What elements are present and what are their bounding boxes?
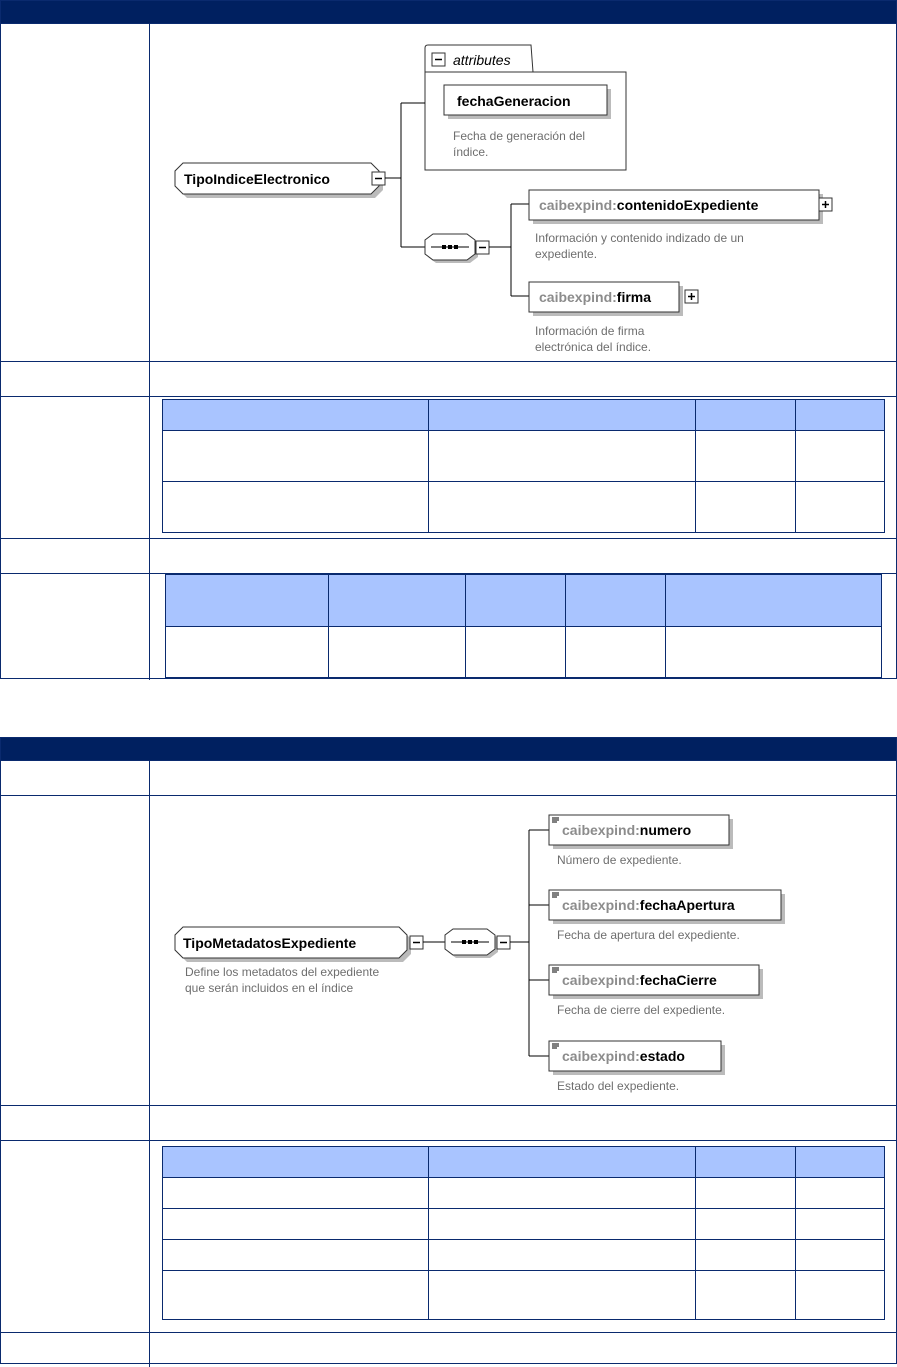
panel-header [1,1,896,23]
child-doc-line2: electrónica del índice. [535,340,651,354]
child-element-fechaCierre[interactable]: caibexpind:fechaCierre [548,964,763,999]
child-doc-line1: Información de firma [535,324,645,338]
attributes-table-row [1,396,896,538]
empty-row [1,538,896,573]
row-label-cell [1,397,150,538]
elements-table-row [1,573,896,680]
child-doc-line1: Información y contenido indizado de un [535,231,744,245]
attributes-table [162,399,885,533]
child-doc: Estado del expediente. [557,1079,679,1093]
root-element-box[interactable]: TipoIndiceElectronico [174,162,383,198]
table-row [162,1270,885,1320]
complex-type-panel-indice: attributes fechaGeneracion Fecha de gene… [0,0,897,680]
child-name: numero [640,822,691,838]
attribute-name[interactable]: fechaGeneracion [457,93,571,109]
attributes-group: attributes fechaGeneracion Fecha de gene… [424,44,627,171]
root-doc-line1: Define los metadatos del expediente [185,965,379,979]
svg-text:caibexpind:firma: caibexpind:firma [539,289,651,305]
sequence-compositor[interactable] [444,928,498,958]
table-row [162,1239,885,1271]
child-name: firma [617,289,651,305]
svg-text:caibexpind:contenidoExpediente: caibexpind:contenidoExpediente [539,197,759,213]
svg-text:caibexpind:numero: caibexpind:numero [562,822,691,838]
child-doc: Fecha de cierre del expediente. [557,1003,725,1017]
child-name: contenidoExpediente [617,197,759,213]
table-row [162,1208,885,1240]
schema-diagram: attributes fechaGeneracion Fecha de gene… [174,44,833,354]
child-name: estado [640,1048,685,1064]
text-content-icon [552,892,559,898]
row-label-cell [1,1333,150,1367]
attributes-label: attributes [453,52,511,68]
elements-table [165,574,882,678]
row-label-cell [1,539,150,573]
empty-row [1,1332,896,1367]
table-row [162,481,885,533]
panel-header [1,738,896,760]
child-element-estado[interactable]: caibexpind:estado [548,1040,725,1075]
table-row [165,626,882,678]
child-name: fechaApertura [640,897,735,913]
elements-table-row [1,1140,896,1332]
sequence-compositor[interactable] [424,233,478,263]
child-element-contenido[interactable]: caibexpind:contenidoExpediente [528,189,823,224]
collapse-icon[interactable] [409,935,424,950]
root-element-box[interactable]: TipoMetadatosExpediente [174,926,411,962]
table-row [162,430,885,482]
empty-row [1,760,896,795]
child-doc-line2: expediente. [535,247,597,261]
collapse-icon[interactable] [475,240,490,255]
empty-row [1,1105,896,1140]
row-label-cell [1,362,150,396]
child-doc: Fecha de apertura del expediente. [557,928,740,942]
child-name: fechaCierre [640,972,717,988]
child-element-firma[interactable]: caibexpind:firma [528,281,683,316]
root-element-name: TipoMetadatosExpediente [183,935,356,951]
row-label-cell [1,1106,150,1140]
child-element-numero[interactable]: caibexpind:numero [548,814,733,849]
row-label-cell [1,761,150,795]
text-content-icon [552,1043,559,1049]
root-element-name: TipoIndiceElectronico [184,171,330,187]
elements-table [162,1146,885,1320]
child-prefix: caibexpind: [562,822,640,838]
schema-diagram: TipoMetadatosExpediente Define los metad… [174,814,785,1093]
diagram-row: TipoMetadatosExpediente Define los metad… [1,795,896,1105]
collapse-icon[interactable] [371,171,386,186]
row-label-cell [1,1141,150,1332]
child-prefix: caibexpind: [539,289,617,305]
child-prefix: caibexpind: [562,897,640,913]
table-row [162,1177,885,1209]
row-label-cell [1,24,150,361]
row-label-cell [1,796,150,1105]
svg-text:caibexpind:estado: caibexpind:estado [562,1048,685,1064]
expand-icon[interactable] [684,289,699,304]
text-content-icon [552,817,559,823]
row-label-cell [1,574,150,680]
complex-type-panel-metadatos: TipoMetadatosExpediente Define los metad… [0,737,897,1367]
expand-icon[interactable] [818,197,833,212]
child-doc: Número de expediente. [557,853,682,867]
child-prefix: caibexpind: [562,1048,640,1064]
empty-row [1,361,896,396]
svg-text:caibexpind:fechaApertura: caibexpind:fechaApertura [562,897,735,913]
root-doc-line2: que serán incluidos en el índice [185,981,353,995]
child-prefix: caibexpind: [562,972,640,988]
collapse-icon[interactable] [496,935,511,950]
collapse-icon[interactable] [431,52,446,67]
child-element-fechaApertura[interactable]: caibexpind:fechaApertura [548,889,785,924]
text-content-icon [552,967,559,973]
attribute-doc-line2: índice. [453,145,488,159]
attribute-doc-line1: Fecha de generación del [453,129,585,143]
svg-text:caibexpind:fechaCierre: caibexpind:fechaCierre [562,972,717,988]
diagram-row: attributes fechaGeneracion Fecha de gene… [1,23,896,361]
child-prefix: caibexpind: [539,197,617,213]
